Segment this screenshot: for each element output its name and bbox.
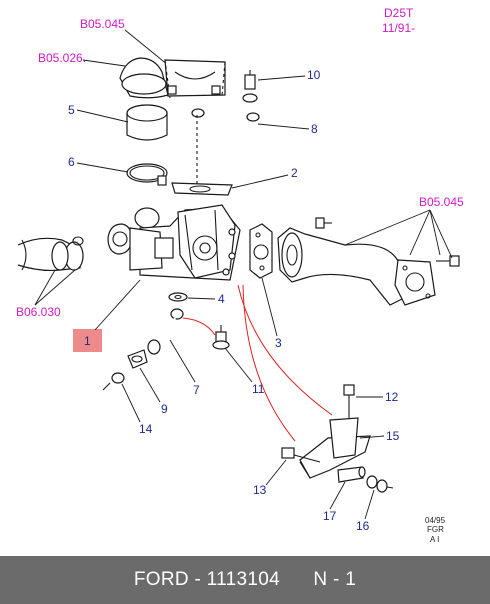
spacer-sleeve [337, 466, 366, 483]
part-highlight [73, 329, 102, 352]
callout-16: 16 [356, 519, 370, 533]
bracket-bolt [343, 384, 355, 418]
callout-7: 7 [193, 383, 200, 397]
turbocharger [107, 204, 241, 281]
callout-2: 2 [291, 166, 298, 180]
part-number-bar: FORD - 1113104 N - 1 [0, 556, 490, 604]
quantity: N - 1 [313, 569, 357, 590]
hose-clamp [126, 163, 168, 186]
ref-b05045-top: B05.045 [80, 17, 125, 31]
oil-return-pipe [147, 308, 184, 355]
callout-5: 5 [68, 103, 75, 117]
callout-11: 11 [252, 382, 265, 396]
intake-pipe-top [119, 57, 169, 99]
oil-feed-pipe [191, 108, 260, 149]
turbo-gasket [171, 182, 233, 196]
date-range: 11/91- [382, 21, 415, 35]
exhaust-pipe [277, 217, 460, 306]
banjo-fitting [242, 70, 258, 103]
union-adaptor [212, 325, 230, 350]
ref-b05026: B05.026. [38, 51, 86, 65]
drain-connector [127, 349, 148, 369]
callout-4: 4 [218, 292, 225, 306]
stamp-rev: A I [430, 535, 439, 544]
callout-6: 6 [68, 155, 75, 169]
washer-nut [366, 475, 394, 493]
mounting-bolt [281, 447, 321, 463]
callout-17: 17 [323, 509, 337, 523]
callout-12: 12 [385, 390, 399, 404]
sealing-washer [168, 292, 188, 302]
ref-b06030: B06.030 [16, 305, 61, 319]
callout-8: 8 [311, 122, 318, 136]
stamp-code: FGR [427, 525, 444, 534]
bracket-plate [164, 59, 226, 99]
part-number: FORD - 1113104 [133, 569, 280, 590]
callout-3: 3 [275, 336, 282, 350]
air-hose-left [17, 236, 84, 272]
callout-14: 14 [139, 422, 153, 436]
callout-1: 1 [84, 334, 91, 348]
hose-sleeve [126, 104, 168, 141]
callout-15: 15 [386, 429, 400, 443]
manifold-gasket [249, 223, 273, 279]
ref-b05045-right: B05.045 [419, 195, 464, 209]
callout-10: 10 [307, 68, 321, 82]
support-bracket [299, 417, 371, 479]
exploded-view: D25T 11/91- B05.045 B05.026. 5 6 10 [16, 6, 464, 544]
copper-washer [102, 372, 125, 391]
engine-code: D25T [384, 6, 414, 20]
callout-9: 9 [161, 402, 168, 416]
stamp-date: 04/95 [425, 516, 446, 525]
parts-diagram: D25T 11/91- B05.045 B05.026. 5 6 10 [16, 6, 464, 544]
callout-13: 13 [253, 483, 267, 497]
